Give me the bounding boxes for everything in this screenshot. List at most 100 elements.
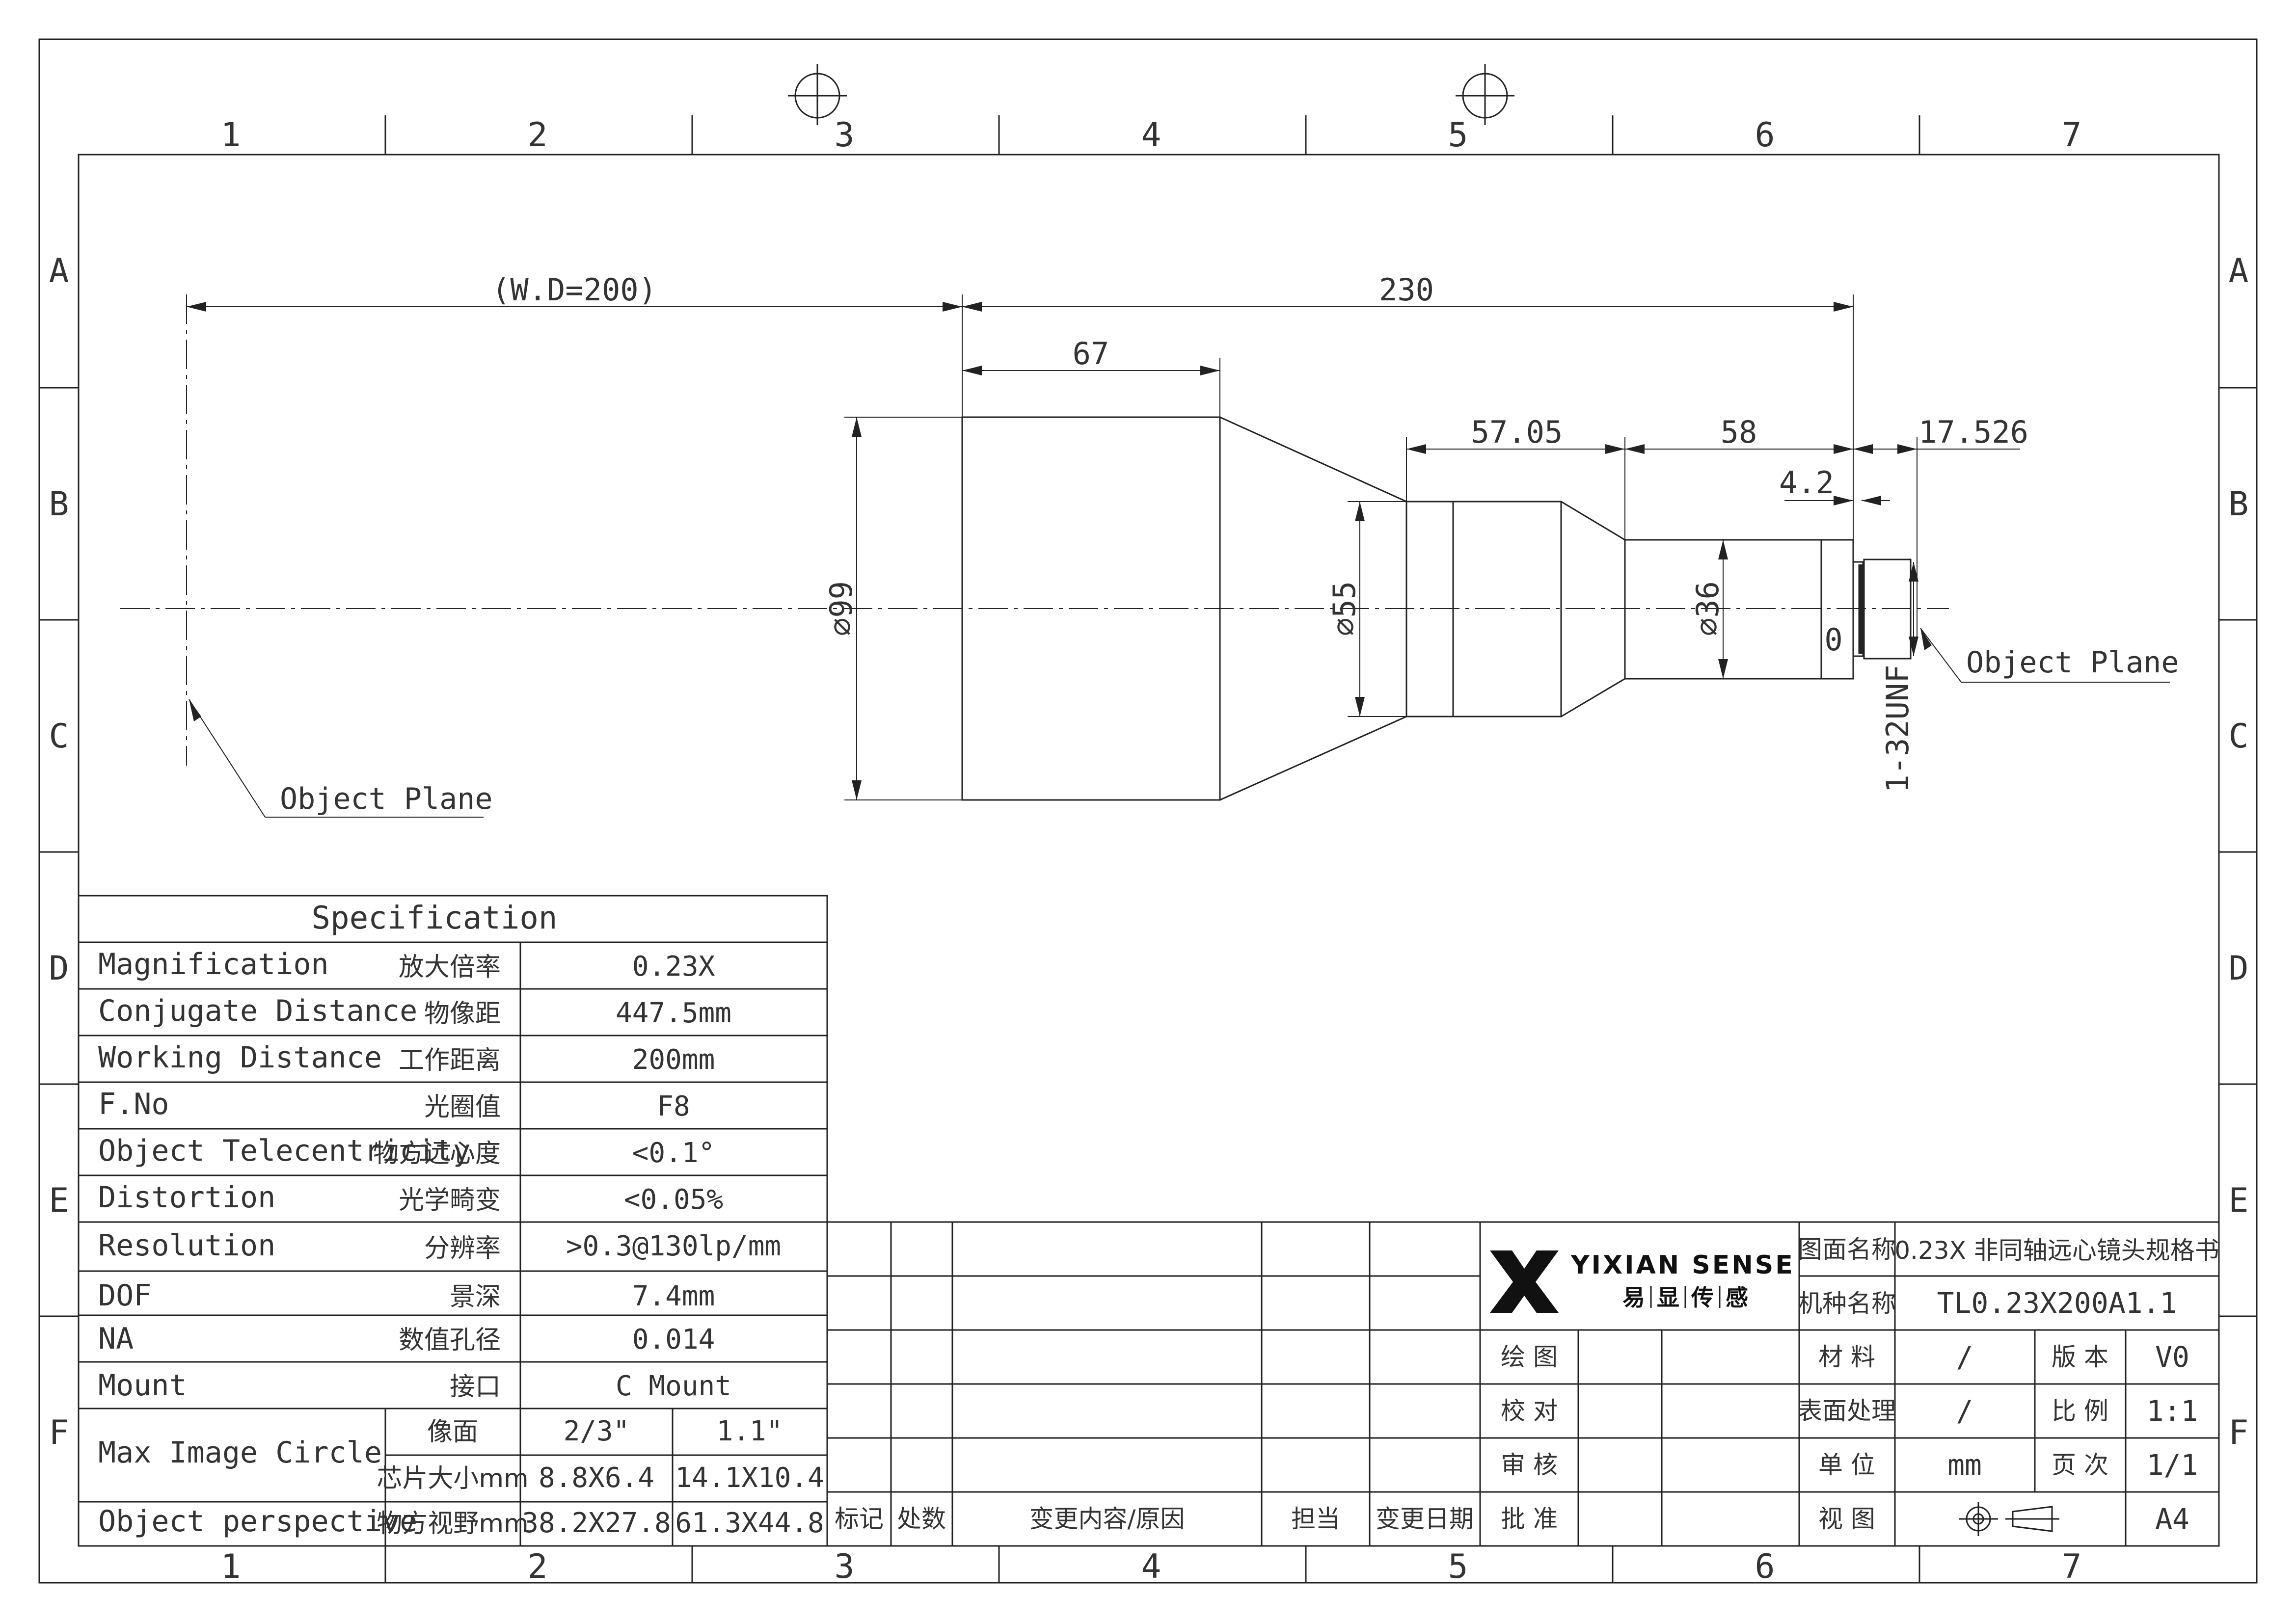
model-label: 机种名称 xyxy=(1798,1289,1896,1318)
logo-text-cn-3: 传 xyxy=(1691,1284,1714,1311)
zone-row-f-right: F xyxy=(2229,1413,2249,1452)
title-block-fields: 图面名称 0.23X 非同轴远心镜头规格书 机种名称 TL0.23X200A1.… xyxy=(1501,1235,2219,1536)
spec-row-label-cn: 放大倍率 xyxy=(399,953,501,982)
dim-working-distance: (W.D=200) xyxy=(492,272,657,308)
material-value: / xyxy=(1956,1340,1973,1374)
spec-table xyxy=(78,895,828,1547)
zone-row-d-left: D xyxy=(49,949,69,988)
revision-mark-header: 标记 xyxy=(835,1505,884,1533)
zone-col-2-top: 2 xyxy=(528,116,548,155)
dimension-texts: (W.D=200) 230 67 57.05 58 17.526 4.2 ⌀99… xyxy=(492,272,2028,793)
spec-row-label-cn: 工作距离 xyxy=(399,1046,501,1075)
spec-row-value: 200mm xyxy=(632,1044,715,1076)
centering-mark-left xyxy=(788,64,847,125)
drawing-name: 0.23X 非同轴远心镜头规格书 xyxy=(1894,1236,2219,1265)
company-logo: YIXIAN SENSE 易 显 传 感 xyxy=(1490,1250,1793,1313)
spec-row-value: 447.5mm xyxy=(616,997,731,1029)
zone-row-f-left: F xyxy=(49,1413,69,1452)
spec-row-value: C Mount xyxy=(616,1370,731,1402)
dim-front-length: 67 xyxy=(1073,336,1109,372)
dim-thread: 1-32UNF xyxy=(1880,665,1916,793)
spec-row-value: 0.014 xyxy=(632,1324,715,1356)
spec-row-label-en: Object Telecentricity xyxy=(98,1134,471,1168)
perspective-v2: 61.3X44.8 xyxy=(675,1507,824,1539)
dim-diameter-front: ⌀99 xyxy=(823,581,859,636)
centering-mark-right xyxy=(1456,64,1514,125)
spec-row-label-cn: 景深 xyxy=(450,1282,501,1312)
dim-flange: 17.526 xyxy=(1918,414,2028,450)
spec-row-label-cn: 光学畸变 xyxy=(399,1186,501,1215)
spec-row-label-cn: 数值孔径 xyxy=(399,1326,501,1355)
zone-row-a-right: A xyxy=(2229,252,2249,291)
view-label: 视 图 xyxy=(1818,1505,1875,1533)
image-circle-b1: 8.8X6.4 xyxy=(539,1462,654,1494)
zone-col-1-bottom: 1 xyxy=(221,1547,241,1586)
spec-row-label-en: F.No xyxy=(98,1087,169,1121)
draw-label: 绘 图 xyxy=(1501,1343,1558,1371)
revision-block xyxy=(826,1221,1481,1547)
spec-row-label-cn: 物方远心度 xyxy=(373,1139,501,1169)
zone-col-6-bottom: 6 xyxy=(1755,1547,1775,1586)
zone-row-b-right: B xyxy=(2229,485,2249,524)
zone-col-3-top: 3 xyxy=(835,116,855,155)
zone-row-c-right: C xyxy=(2229,717,2249,756)
spec-row-label-cn: 分辨率 xyxy=(424,1234,501,1263)
material-label: 材 料 xyxy=(1818,1343,1875,1371)
zone-row-e-left: E xyxy=(49,1181,69,1220)
surface-label: 表面处理 xyxy=(1798,1397,1896,1425)
zone-labels: 1 2 3 4 5 6 7 1 2 3 4 5 6 7 A B C D E F … xyxy=(49,116,2249,1586)
spec-title: Specification xyxy=(312,900,558,936)
image-circle-cn-b: 芯片大小mm xyxy=(377,1464,528,1493)
zone-col-2-bottom: 2 xyxy=(528,1547,548,1586)
spec-row-label-en: Resolution xyxy=(98,1228,275,1263)
dim-diameter-rear: ⌀36 xyxy=(1690,581,1726,636)
logo-text-cn-1: 易 xyxy=(1622,1284,1645,1311)
sheet-size: A4 xyxy=(2155,1502,2189,1536)
approve-label: 批 准 xyxy=(1501,1505,1558,1533)
image-circle-b2: 14.1X10.4 xyxy=(675,1462,824,1494)
zone-row-b-left: B xyxy=(49,485,69,524)
zone-col-4-top: 4 xyxy=(1141,116,1162,155)
perspective-label: Object perspective xyxy=(98,1504,417,1539)
image-circle-a2: 1.1" xyxy=(717,1415,783,1447)
spec-row-value: 7.4mm xyxy=(632,1280,715,1312)
spec-row-label-en: Working Distance xyxy=(98,1040,382,1075)
spec-row-label-en: Mount xyxy=(98,1368,187,1403)
zone-col-5-top: 5 xyxy=(1448,116,1468,155)
unit-label: 单 位 xyxy=(1818,1451,1875,1479)
dimension-arrows xyxy=(187,302,1932,800)
spec-row-value: 0.23X xyxy=(632,951,715,983)
zone-row-d-right: D xyxy=(2229,949,2249,988)
spec-row-value: F8 xyxy=(657,1090,690,1122)
zone-col-1-top: 1 xyxy=(221,116,241,155)
object-plane-left xyxy=(186,294,484,818)
scale-value: 1:1 xyxy=(2147,1394,2198,1428)
review-label: 审 核 xyxy=(1501,1451,1558,1479)
revision-headers: 标记 处数 变更内容/原因 担当 变更日期 xyxy=(835,1505,1474,1533)
unit-value: mm xyxy=(1947,1448,1982,1482)
spec-row-label-cn: 接口 xyxy=(450,1372,501,1402)
image-circle-label: Max Image Circle xyxy=(98,1436,382,1470)
dim-mid-length: 57.05 xyxy=(1471,414,1563,450)
zone-col-5-bottom: 5 xyxy=(1448,1547,1468,1586)
drawing-name-label: 图面名称 xyxy=(1798,1235,1896,1264)
object-plane-right-label: Object Plane xyxy=(1966,645,2179,680)
page-value: 1/1 xyxy=(2147,1448,2198,1482)
spec-row-label-cn: 光圈值 xyxy=(424,1092,501,1122)
title-block xyxy=(1479,1221,2220,1547)
spec-row-label-cn: 物像距 xyxy=(424,999,501,1029)
object-plane-left-label: Object Plane xyxy=(280,782,492,816)
revision-owner-header: 担当 xyxy=(1291,1505,1340,1533)
dim-total-length: 230 xyxy=(1379,272,1434,308)
dim-small-offset: 4.2 xyxy=(1779,465,1834,501)
spec-row-value: >0.3@130lp/mm xyxy=(566,1230,781,1262)
zone-row-c-left: C xyxy=(49,717,69,756)
revision-date-header: 变更日期 xyxy=(1376,1505,1474,1533)
spec-rows: Magnification 放大倍率 0.23X Conjugate Dista… xyxy=(98,947,824,1539)
scale-label: 比 例 xyxy=(2052,1397,2108,1425)
dim-diameter-mid: ⌀55 xyxy=(1326,581,1362,636)
logo-text-cn-4: 感 xyxy=(1726,1284,1748,1311)
revision-content-header: 变更内容/原因 xyxy=(1029,1505,1185,1533)
projection-symbol-icon xyxy=(1959,1502,2059,1536)
